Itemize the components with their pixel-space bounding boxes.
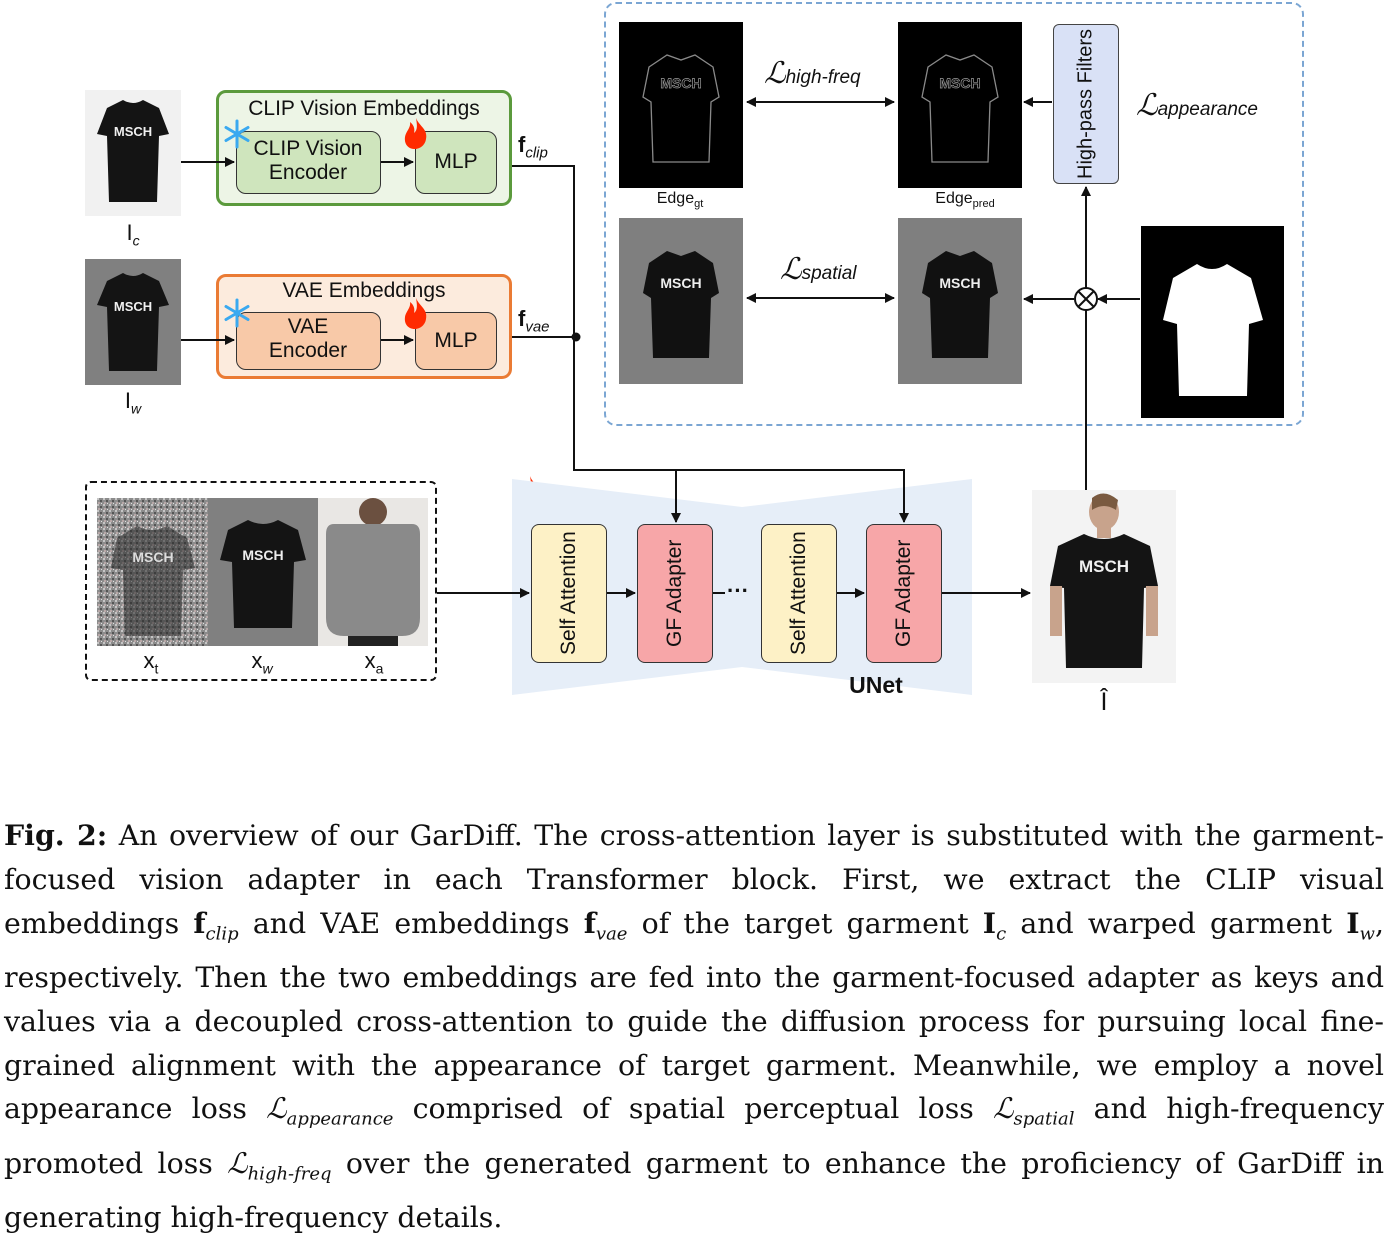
warped-garment-image: MSCH [85,259,181,385]
svg-text:MSCH: MSCH [660,75,701,91]
f-vae-label: fvae [518,306,550,336]
latent-inputs-box [85,481,437,681]
vae-mlp-box [415,312,497,370]
vae-encoder-label: VAE Encoder [268,315,348,363]
connector-arrows [181,97,1140,598]
loss-appearance: ℒappearance [1136,88,1258,123]
loss-panel [604,2,1304,426]
output-label: Î [1100,688,1108,716]
clip-embeddings-title: CLIP Vision Embeddings [248,97,480,120]
f-clip-label: fclip [518,132,548,162]
unet-background [512,479,972,695]
caption-fig-label: Fig. 2: [4,818,108,852]
self-attention-block-2 [761,524,837,663]
spatial-pred-image: MSCH [898,218,1022,384]
agnostic-latent-image [318,498,428,646]
loss-spatial: ℒspatial [780,252,857,287]
xt-label: xt [143,648,159,677]
svg-text:MSCH: MSCH [660,275,701,291]
vae-embeddings-title: VAE Embeddings [282,279,446,302]
loss-high-freq: ℒhigh-freq [764,56,861,91]
warped-latent-image: MSCH [208,498,318,646]
high-pass-filters-box [1053,24,1119,184]
figure-caption: Fig. 2: An overview of our GarDiff. The … [4,818,1385,1235]
edge-gt-label: Edgegt [656,190,704,211]
svg-text:MSCH: MSCH [132,549,173,565]
noisy-latent-image: MSCH [97,498,208,646]
clip-mlp-label: MLP [434,150,478,173]
garment-mask-image [1141,226,1284,418]
flame-icon [404,118,427,149]
edge-pred-image: MSCH [898,22,1022,188]
vae-encoder-box [236,312,381,370]
self-attention-block-1 [531,524,607,663]
unet-label: UNet [849,672,903,698]
svg-text:MSCH: MSCH [242,547,283,563]
svg-text:MSCH: MSCH [114,124,152,139]
flame-icon [404,298,427,329]
svg-text:MSCH: MSCH [939,75,980,91]
clip-mlp-box [415,131,497,194]
clip-vision-encoder-box [236,131,381,194]
svg-text:MSCH: MSCH [114,299,152,314]
vae-mlp-label: MLP [434,329,478,352]
warped-garment-label: Iw [124,388,142,417]
generated-output-image: MSCH [1032,490,1176,683]
edge-gt-image: MSCH [619,22,743,188]
target-garment-label: Ic [126,220,140,249]
xw-label: xw [251,648,273,677]
svg-text:MSCH: MSCH [1079,557,1129,576]
gf-adapter-block-2 [866,524,942,663]
clip-vision-encoder-label: CLIP Vision Encoder [253,137,363,185]
snowflake-icon [224,119,250,149]
snowflake-icon [224,298,250,328]
unet-ellipsis: ··· [727,578,749,603]
svg-text:MSCH: MSCH [939,275,980,291]
spatial-gt-image: MSCH [619,218,743,384]
gf-adapter-block-1 [637,524,713,663]
target-garment-image: MSCH [85,90,181,216]
edge-pred-label: Edgepred [935,190,995,211]
xa-label: xa [364,648,384,677]
